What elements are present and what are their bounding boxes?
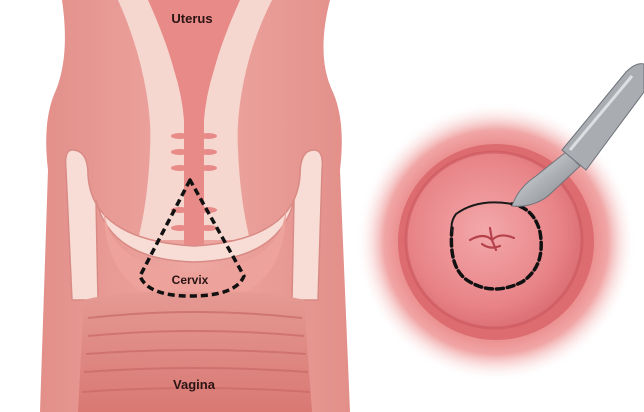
label-cervix: Cervix xyxy=(172,273,209,287)
label-vagina: Vagina xyxy=(173,377,215,392)
label-uterus: Uterus xyxy=(171,11,212,26)
cervix-cross-section xyxy=(40,0,350,412)
